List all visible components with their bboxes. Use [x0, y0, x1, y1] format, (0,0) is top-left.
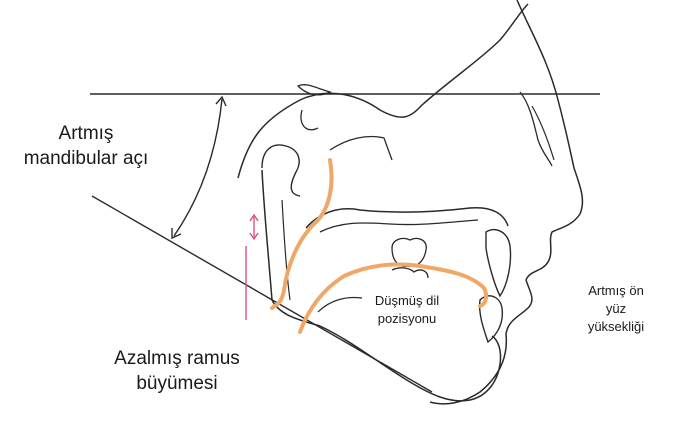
label-ramus-growth: Azalmış ramus büyümesi: [92, 346, 262, 396]
label-ramus-growth-line1: Azalmış ramus: [92, 346, 262, 371]
label-mandibular-angle-line1: Artmış: [6, 121, 166, 146]
label-mandibular-angle-line2: mandibular açı: [6, 146, 166, 171]
label-face-height: Artmış ön yüz yüksekliği: [566, 282, 666, 336]
palate-inner-outline: [320, 220, 478, 232]
upper-incisor: [486, 230, 511, 296]
cranial-base-outline: [238, 4, 528, 178]
lower-molar: [392, 268, 428, 278]
soft-tissue-profile: [430, 0, 582, 404]
label-face-height-line3: yüksekliği: [566, 318, 666, 336]
upper-molar: [392, 238, 426, 266]
sella-outline: [301, 110, 318, 130]
label-mandibular-angle: Artmış mandibular açı: [6, 121, 166, 171]
maxilla-upper-outline: [330, 137, 392, 161]
mandibular-angle-arc: [174, 99, 222, 236]
pharyngeal-wall-highlight: [272, 160, 332, 308]
label-ramus-growth-line2: büyümesi: [92, 371, 262, 396]
label-tongue-position-line1: Düşmüş dil: [352, 292, 462, 310]
label-face-height-line2: yüz: [566, 300, 666, 318]
nasal-bone-outline: [520, 92, 552, 166]
mandible-outline: [262, 170, 501, 401]
label-face-height-line1: Artmış ön: [566, 282, 666, 300]
pterygoid-outline: [262, 145, 300, 196]
label-tongue-position: Düşmüş dil pozisyonu: [352, 292, 462, 328]
label-tongue-position-line2: pozisyonu: [352, 310, 462, 328]
